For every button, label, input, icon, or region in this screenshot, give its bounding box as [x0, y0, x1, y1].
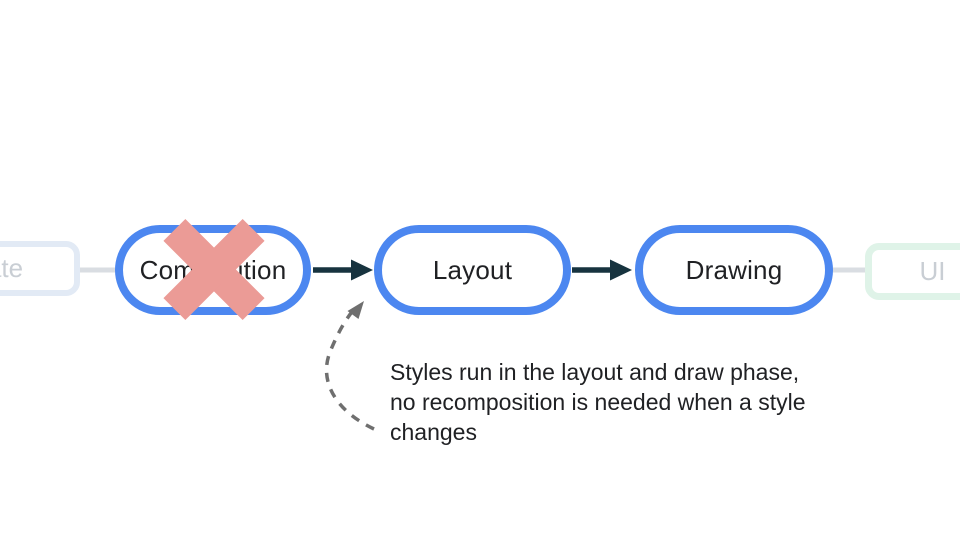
annotation-line-1: Styles run in the layout and draw phase,	[390, 359, 800, 385]
arrow-composition-to-layout-icon	[313, 259, 373, 281]
node-composition-label: Composition	[139, 254, 287, 285]
node-layout: Layout	[374, 225, 571, 315]
arrow-layout-to-drawing-icon	[572, 259, 632, 281]
node-layout-label: Layout	[432, 254, 513, 285]
annotation-text: Styles run in the layout and draw phase,…	[390, 357, 806, 447]
node-composition: Composition	[115, 225, 311, 315]
node-state-label: ate	[0, 253, 24, 283]
node-drawing: Drawing	[635, 225, 833, 315]
annotation-line-2: no recomposition is needed when a style	[390, 389, 806, 415]
node-state-faded: ate	[0, 241, 80, 296]
dashed-annotation-arrow-icon	[324, 301, 375, 431]
node-ui-label: UI	[919, 256, 946, 286]
node-ui-faded: UI	[865, 243, 960, 300]
annotation-line-3: changes	[390, 419, 477, 445]
node-drawing-label: Drawing	[685, 254, 783, 285]
